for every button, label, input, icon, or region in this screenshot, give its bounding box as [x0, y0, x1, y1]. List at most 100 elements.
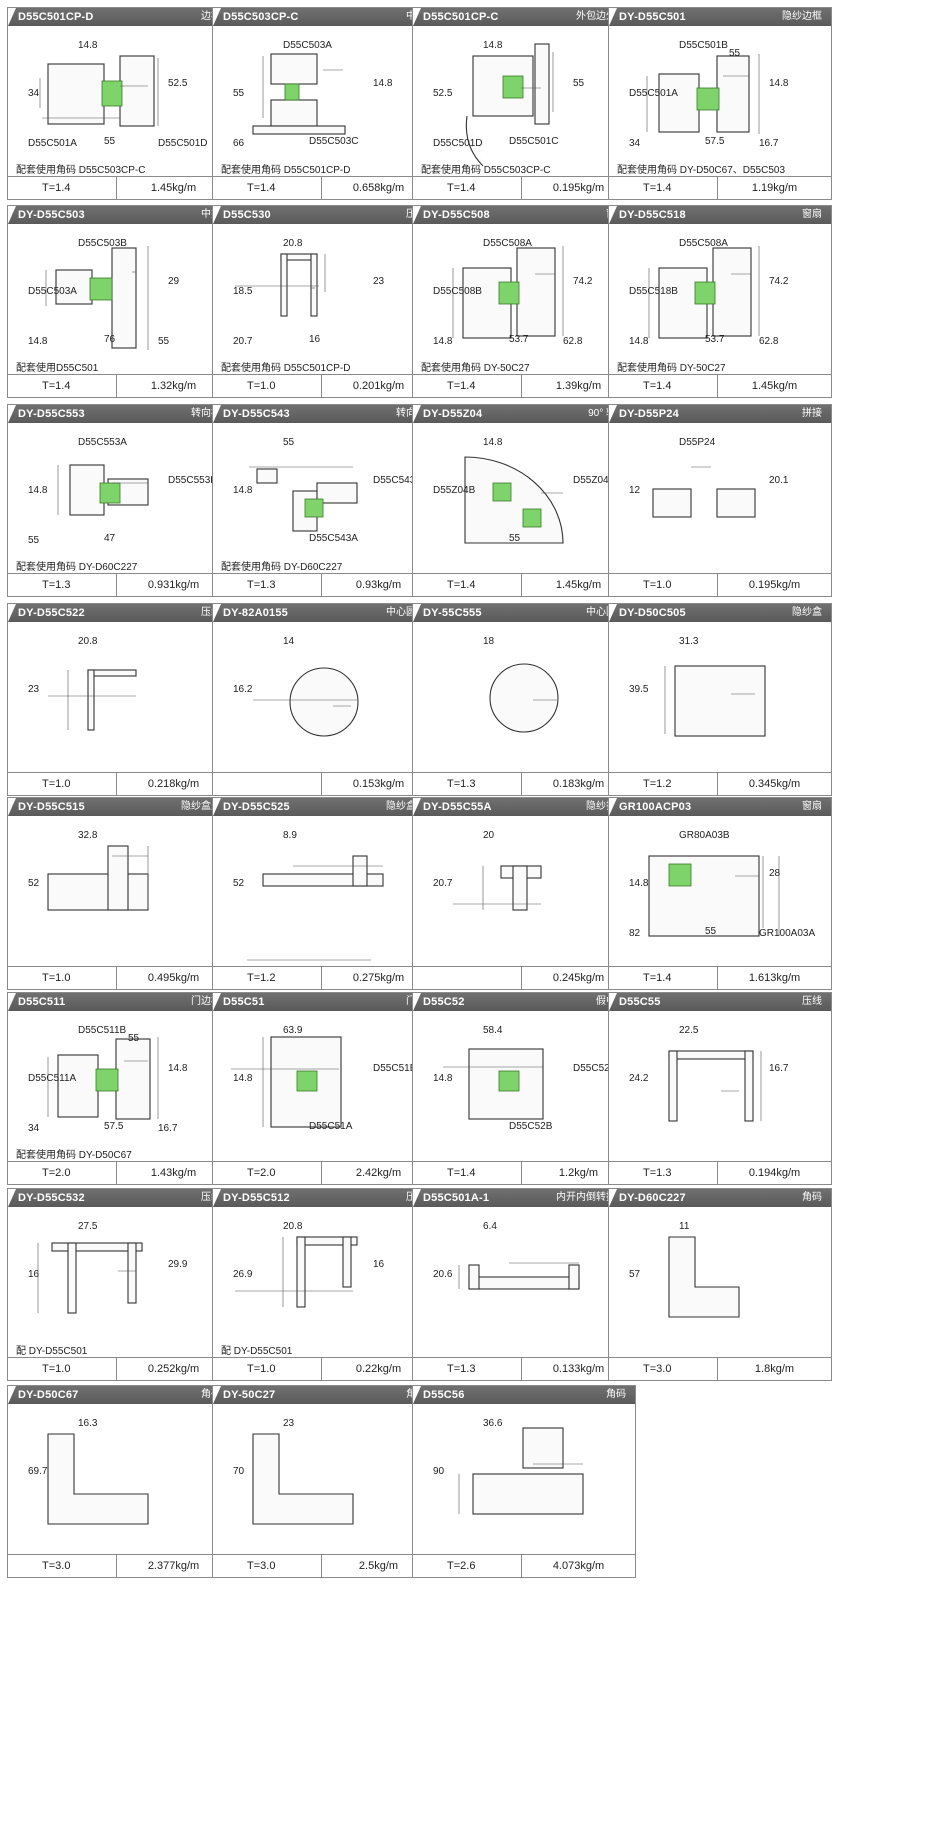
unit-weight: 1.2kg/m	[521, 1162, 635, 1184]
profile-part	[280, 253, 288, 317]
unit-weight: 0.495kg/m	[116, 967, 230, 989]
dimension-label: 14.8	[168, 1063, 188, 1074]
corner-cleat-note: 配套使用角码 DY-D60C227	[221, 562, 343, 573]
thermal-break-strip	[89, 277, 113, 301]
profile-section-svg: 8.952	[233, 830, 384, 961]
header-notch	[609, 798, 617, 816]
profile-part	[468, 1264, 480, 1290]
profile-part	[55, 269, 93, 305]
corner-cleat-note: 配套使用角码 D55C501CP-D	[221, 363, 351, 374]
corner-cleat-note: 配套使用角码 DY-50C27	[421, 363, 530, 374]
wall-thickness: T=1.2	[643, 778, 672, 790]
round-tube	[289, 667, 359, 737]
profile-code: DY-D50C67	[18, 1389, 79, 1401]
thermal-break-strip	[498, 1070, 520, 1092]
thermal-break-strip	[502, 75, 524, 99]
corner-cleat-note: 配套使用角码 DY-D50C67、D55C503	[617, 165, 786, 176]
profile-code: DY-D50C505	[619, 607, 686, 619]
unit-weight: 0.153kg/m	[321, 773, 435, 795]
dimension-label: D55C52A	[573, 1063, 617, 1074]
thermal-break-strip	[101, 80, 123, 107]
wall-thickness: T=2.0	[247, 1167, 276, 1179]
profile-code: DY-D55C55A	[423, 801, 492, 813]
dimension-label: 14.8	[78, 40, 98, 51]
dimension-label: 20.8	[283, 1221, 303, 1232]
dimension-label: 14.8	[629, 336, 649, 347]
dimension-label: D55C553A	[78, 437, 127, 448]
dimension-label: D55C543A	[309, 533, 358, 544]
dimension-label: 16.2	[233, 684, 253, 695]
dimension-label: 34	[28, 1123, 40, 1134]
header-notch	[8, 604, 16, 622]
spec-row: 0.153kg/m	[213, 772, 435, 795]
profile-code: D55C503CP-C	[223, 11, 299, 23]
corner-cleat-note: 配套使用角码 D55C503CP-C	[16, 165, 146, 176]
dimension-label: 34	[28, 88, 40, 99]
profile-type: 隐纱盒盖	[181, 801, 221, 812]
dimension-label: D55C501D	[433, 138, 482, 149]
unit-weight: 2.377kg/m	[116, 1555, 230, 1577]
thermal-break-strip	[284, 83, 300, 101]
round-tube	[489, 663, 559, 733]
profile-type: 90° 转角	[588, 408, 626, 419]
profile-code: DY-D55C543	[223, 408, 290, 420]
wall-thickness: T=1.4	[643, 182, 672, 194]
profile-code: DY-D55C508	[423, 209, 490, 221]
wall-thickness: T=2.0	[42, 1167, 71, 1179]
profile-type: 角码	[201, 1389, 221, 1400]
wall-thickness: T=1.4	[42, 182, 71, 194]
unit-weight: 0.194kg/m	[717, 1162, 831, 1184]
profile-part	[67, 1242, 77, 1314]
profile-part	[648, 855, 760, 937]
profile-type: 转向框	[191, 408, 221, 419]
profile-section-svg: 6.420.6	[433, 1221, 580, 1290]
wall-thickness: T=1.0	[643, 579, 672, 591]
profile-part	[716, 55, 750, 133]
unit-weight: 0.133kg/m	[521, 1358, 635, 1380]
profile-part	[111, 247, 137, 349]
profile-part	[716, 488, 756, 518]
dimension-label: 90	[433, 1466, 445, 1477]
header-notch	[609, 1189, 617, 1207]
profile-type: 中心圆管	[386, 607, 426, 618]
card-header: D55C503CP-C中挺	[213, 8, 435, 26]
profile-type: 中心圆管	[586, 607, 626, 618]
corner-cleat-note: 配套使用角码 D55C503CP-C	[421, 165, 551, 176]
profile-type: 角码	[802, 1192, 822, 1203]
unit-weight: 0.195kg/m	[521, 177, 635, 199]
unit-weight: 0.22kg/m	[321, 1358, 435, 1380]
profile-type: 窗扇	[802, 801, 822, 812]
thermal-break-strip	[694, 281, 716, 305]
corner-profile	[464, 456, 564, 544]
